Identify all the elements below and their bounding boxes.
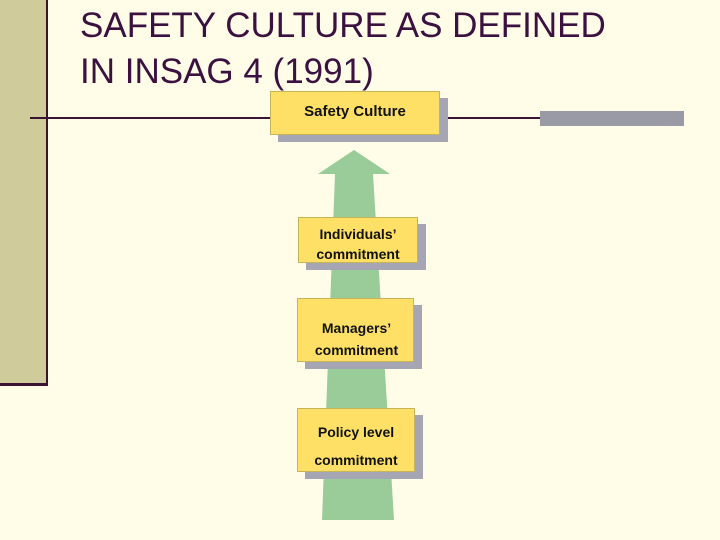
safety-culture-label: Safety Culture	[304, 103, 406, 120]
policy-commitment-box: Policy level commitment	[297, 408, 415, 472]
individuals-commitment-box: Individuals’ commitment	[298, 217, 418, 263]
managers-commitment-line-2: commitment	[314, 342, 399, 358]
policy-commitment-line-2: commitment	[314, 452, 398, 468]
policy-commitment-line-1: Policy level	[317, 424, 395, 440]
header-rule-accent	[540, 111, 684, 126]
left-sidebar-bottom-line	[0, 383, 48, 386]
left-sidebar-decoration	[0, 0, 46, 384]
individuals-commitment-line-1: Individuals’	[319, 226, 397, 242]
managers-commitment-box: Managers’ commitment	[297, 298, 414, 362]
slide-title-line-1: SAFETY CULTURE AS DEFINED	[80, 6, 606, 45]
managers-commitment-line-1: Managers’	[321, 320, 392, 336]
individuals-commitment-line-2: commitment	[316, 246, 400, 262]
safety-culture-box: Safety Culture	[270, 91, 440, 135]
slide-title-line-2: IN INSAG 4 (1991)	[80, 52, 374, 91]
slide-title: SAFETY CULTURE AS DEFINED IN INSAG 4 (19…	[80, 3, 700, 95]
left-sidebar-edge	[46, 0, 48, 386]
